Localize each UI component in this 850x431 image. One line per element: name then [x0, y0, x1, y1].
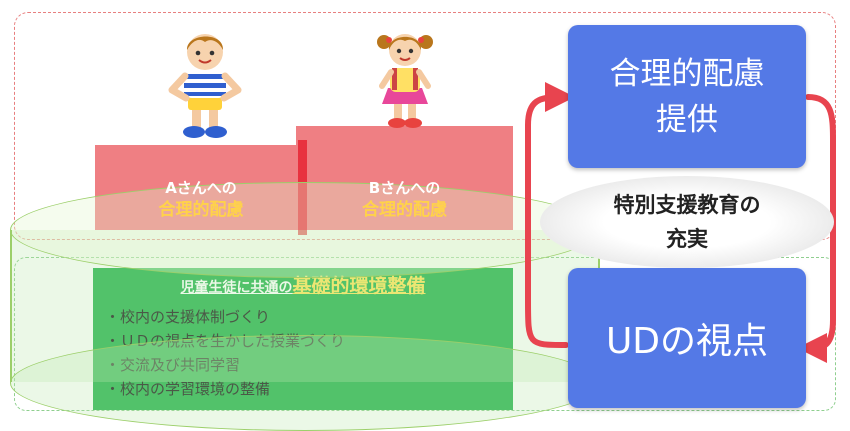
foundation-title-main: 基礎的環境整備 — [292, 275, 426, 297]
ud-perspective-label: UDの視点 — [605, 321, 769, 362]
podium-b-line2: 合理的配慮 — [362, 200, 447, 220]
boy-character-icon — [168, 34, 242, 138]
cylinder-left-edge — [10, 230, 12, 382]
ud-perspective-box: UDの視点 — [568, 268, 806, 408]
foundation-title-prefix: 児童生徒に共通の — [180, 280, 293, 296]
list-item: ・校内の支援体制づくり — [105, 308, 271, 326]
special-support-line2: 充実 — [666, 227, 708, 251]
podium-b-label: Bさんへの 合理的配慮 — [296, 177, 513, 221]
center-ellipse — [540, 176, 834, 268]
girl-character-icon — [377, 34, 433, 128]
reasonable-accommodation-line2: 提供 — [656, 101, 718, 138]
cycle-arrow-icon — [525, 82, 836, 363]
podium-b-line1: Bさんへの — [368, 179, 441, 197]
cylinder-top — [10, 182, 600, 278]
special-support-line1: 特別支援教育の — [613, 193, 761, 217]
reasonable-accommodation-line1: 合理的配慮 — [609, 55, 765, 92]
foundation-title: 児童生徒に共通の基礎的環境整備 — [93, 271, 513, 298]
podium-a-line1: Aさんへの — [165, 179, 237, 197]
podium-a-line2: 合理的配慮 — [158, 200, 244, 220]
podium-a-label: Aさんへの 合理的配慮 — [95, 177, 307, 221]
special-support-label: 特別支援教育の 充実 — [540, 188, 834, 256]
reasonable-accommodation-box: 合理的配慮 提供 — [568, 25, 806, 168]
